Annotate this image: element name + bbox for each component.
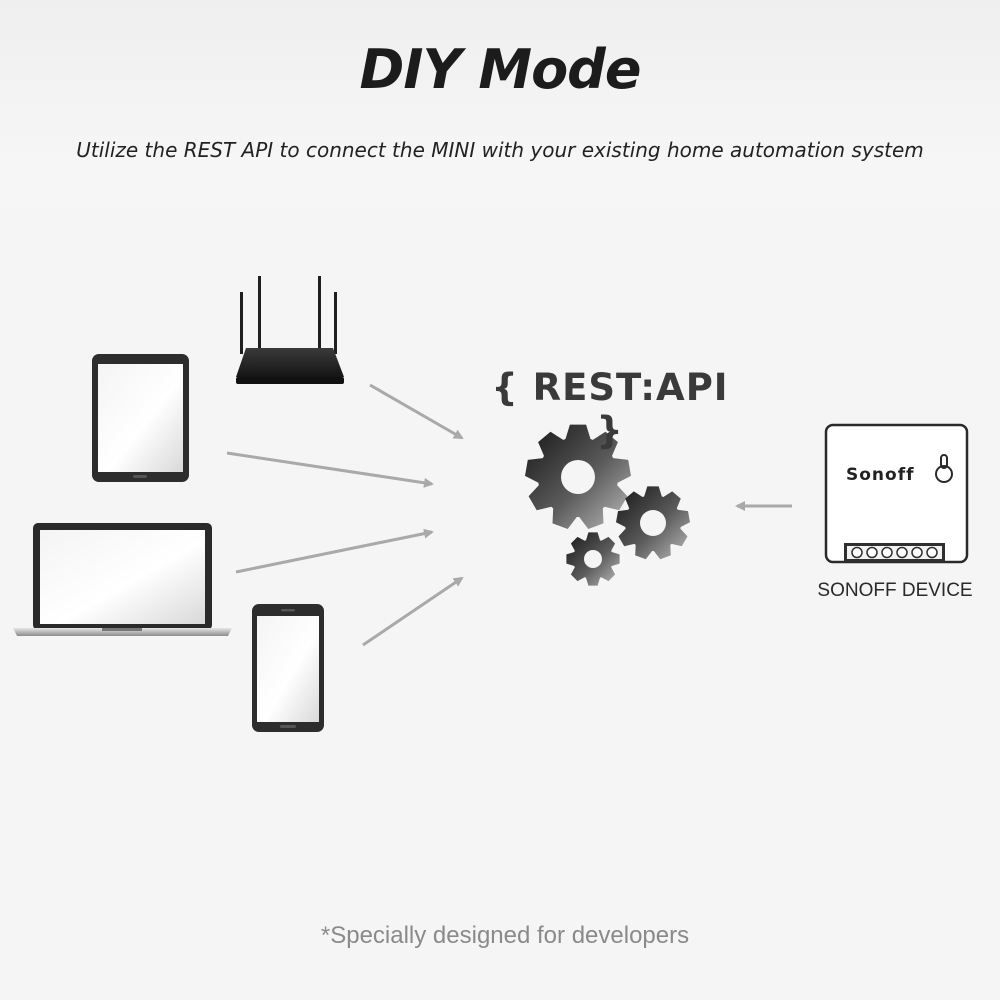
device-terminals (851, 546, 938, 559)
arrow-phone (362, 576, 464, 647)
rest-api-label: { REST:API } (491, 366, 729, 452)
device-label: SONOFF DEVICE (817, 580, 973, 601)
laptop-icon (13, 523, 232, 636)
arrow-laptop (235, 528, 434, 574)
arrow-router (369, 383, 464, 440)
phone-icon (252, 604, 324, 732)
footnote: *Specially designed for developers (320, 922, 690, 949)
header-background (0, 0, 1000, 240)
router-icon (236, 276, 344, 384)
gear-small-icon (566, 532, 620, 586)
gear-large-icon (525, 424, 631, 529)
source-arrows (226, 383, 792, 647)
device-brand-logo: Sonoff (846, 465, 915, 485)
gears-icon (525, 424, 690, 586)
sonoff-device-icon: Sonoff (824, 423, 969, 564)
tablet-icon (92, 354, 189, 482)
page-subtitle: Utilize the REST API to connect the MINI… (76, 138, 924, 162)
device-indicator-icon (935, 454, 953, 483)
gear-medium-icon (616, 486, 690, 560)
page-title: DIY Mode (359, 38, 642, 101)
arrow-tablet (226, 451, 434, 488)
